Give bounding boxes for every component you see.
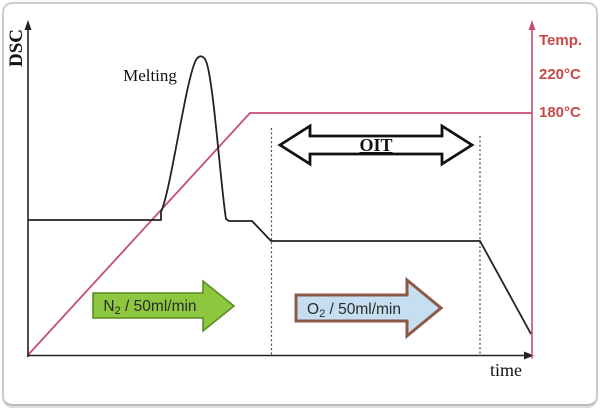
- temperature-axis: Temp. 220°C 180°C: [528, 20, 582, 359]
- time-axis-arrowhead-icon: [524, 351, 534, 360]
- n2-subscript-text: 2: [115, 305, 121, 317]
- temperature-tick-220: 220°C: [539, 66, 581, 83]
- dsc-axis: DSC: [6, 20, 32, 357]
- n2-arrow-icon: [92, 279, 236, 333]
- oit-double-arrow-icon: [277, 123, 475, 167]
- oit-label: OIT: [359, 135, 392, 155]
- time-axis: time: [27, 351, 534, 380]
- n2-flow-arrow: N2 / 50ml/min: [92, 279, 236, 333]
- o2-element-text: O: [307, 301, 319, 318]
- temperature-axis-arrowhead-icon: [528, 20, 536, 30]
- time-axis-label: time: [490, 360, 522, 380]
- o2-rate-text: / 50ml/min: [325, 301, 401, 318]
- o2-arrow-icon: [294, 276, 444, 340]
- temperature-axis-label: Temp.: [539, 32, 582, 49]
- dsc-axis-arrowhead-icon: [24, 20, 32, 30]
- temperature-program-line: [27, 112, 532, 356]
- oit-span-arrow: OIT: [277, 123, 475, 167]
- n2-element-text: N: [103, 298, 114, 315]
- o2-subscript-text: 2: [319, 308, 325, 320]
- dsc-axis-label: DSC: [6, 29, 27, 67]
- o2-flow-label: O2 / 50ml/min: [307, 301, 401, 320]
- dsc-signal-curve: [28, 55, 532, 335]
- temperature-tick-180: 180°C: [539, 104, 581, 121]
- melting-peak-label: Melting: [123, 66, 177, 85]
- n2-rate-text: / 50ml/min: [121, 298, 197, 315]
- n2-flow-label: N2 / 50ml/min: [103, 298, 196, 317]
- o2-flow-arrow: O2 / 50ml/min: [294, 276, 444, 340]
